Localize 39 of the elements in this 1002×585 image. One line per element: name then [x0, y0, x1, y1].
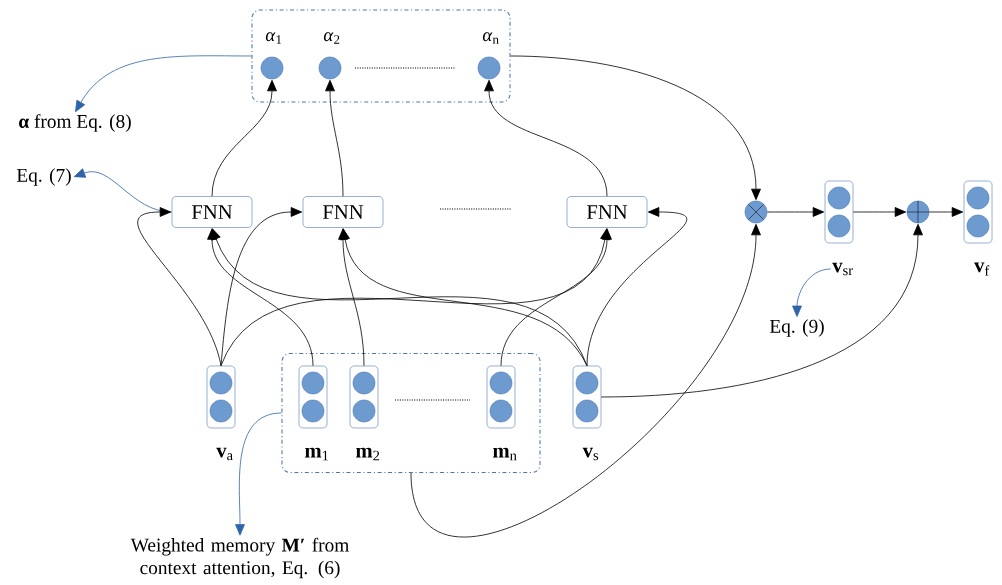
- arrow: [325, 79, 344, 197]
- arrow: [928, 207, 964, 217]
- equation-note: α from Eq. (8): [19, 114, 131, 132]
- weight-label: α$_{2}$: [323, 32, 340, 44]
- dash-dot-frame: [281, 352, 541, 474]
- arrow: [500, 228, 612, 367]
- equation-note: Eq. (9): [769, 319, 824, 337]
- vector-label: v$_{sr}$: [832, 262, 853, 276]
- arrow: [852, 207, 907, 217]
- equation-note: Eq. (7): [16, 168, 71, 186]
- arrow: [792, 268, 832, 317]
- dash-dot-frame: [251, 9, 511, 103]
- add-circle: [906, 200, 930, 224]
- arrow: [340, 228, 588, 367]
- arrow: [137, 207, 222, 367]
- arrow: [484, 79, 608, 197]
- arrow: [235, 412, 282, 536]
- multiply-circle: [744, 200, 768, 224]
- arrow: [510, 55, 761, 201]
- arrow: [211, 79, 277, 197]
- vector-label: m$_{1}$: [305, 447, 328, 461]
- vector-label: v$_{a}$: [216, 447, 233, 461]
- arrow: [75, 55, 252, 113]
- arrow: [410, 223, 761, 538]
- fnn-box: FNN: [566, 196, 648, 228]
- fnn-box: FNN: [302, 196, 384, 228]
- vector-label: m$_{n}$: [493, 447, 517, 461]
- arrow: [600, 223, 923, 398]
- vector-label: v$_{f}$: [974, 262, 990, 276]
- arrow: [73, 168, 173, 213]
- memory-note: Weighted memory M′ from context attention, Eq. (6): [130, 537, 349, 579]
- weight-label: α$_{n}$: [482, 32, 499, 44]
- arrow: [586, 207, 687, 367]
- arrow: [220, 207, 303, 367]
- weight-label: α$_{1}$: [265, 32, 282, 44]
- vector-label: m$_{2}$: [356, 447, 380, 461]
- fnn-box: FNN: [171, 196, 253, 228]
- vector-label: v$_{s}$: [582, 447, 599, 461]
- arrow: [766, 207, 825, 217]
